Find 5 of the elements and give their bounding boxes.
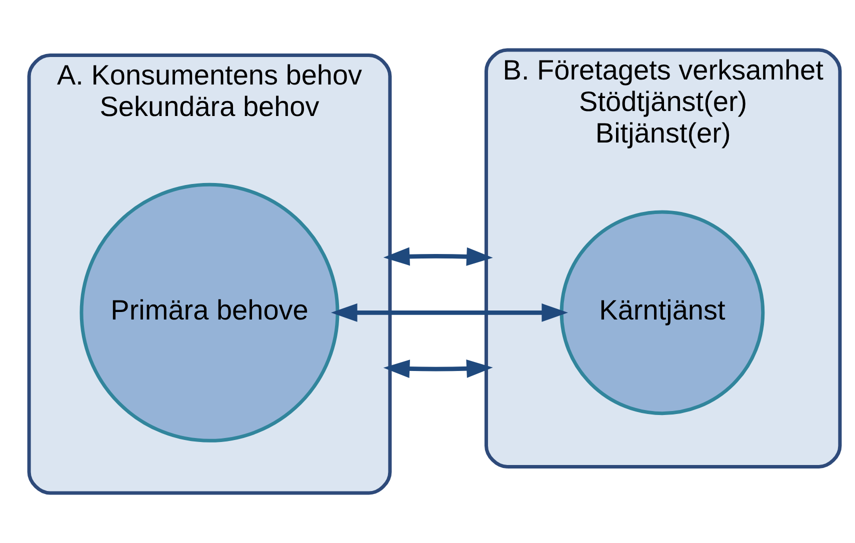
- arrow: [383, 247, 493, 266]
- node-circle: Primära behove: [80, 182, 340, 442]
- arrow: [330, 303, 568, 322]
- arrow: [383, 359, 493, 378]
- node-circle: Kärntjänst: [560, 210, 765, 416]
